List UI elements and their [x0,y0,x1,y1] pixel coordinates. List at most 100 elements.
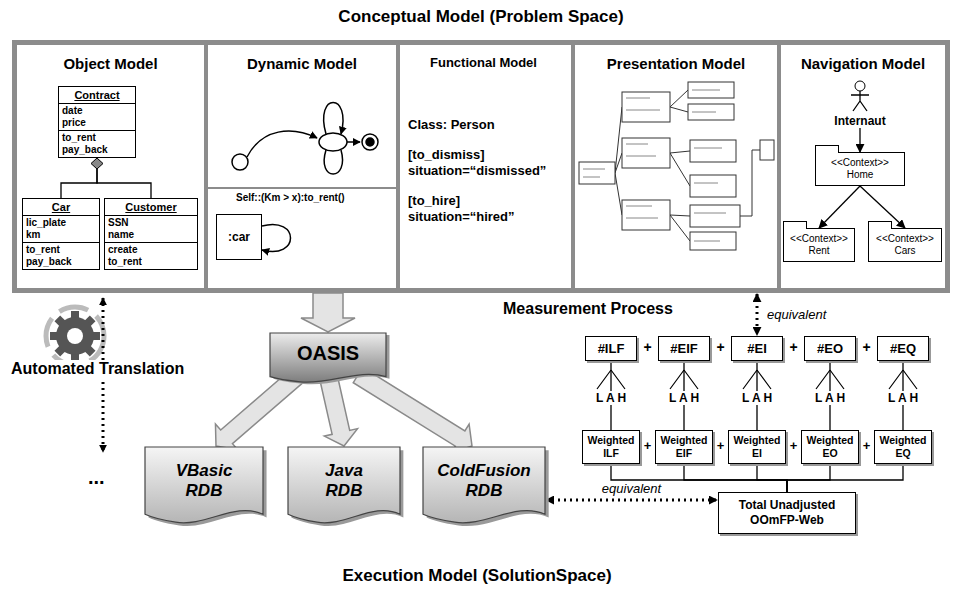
model-panel: :car Dynamic Model [206,43,398,290]
block-arrow [319,373,357,446]
uml-class: Carlic_plate kmto_rent pay_back [22,198,100,270]
node-heading: #ILF [587,341,635,356]
node-heading: ColdFusion RDB [423,461,545,501]
node-heading: Object Model [17,55,204,72]
spec-document: OASIS [270,333,386,385]
connector [787,464,830,492]
node-text: lic_plate km [23,215,99,242]
connector [757,464,787,492]
measure-box: #EI [731,336,783,361]
node-heading: <<Context>> [818,157,902,169]
node-heading: #EO [806,341,854,356]
context-folder: <<Context>>Home [815,152,905,186]
block-arrow [353,367,472,453]
plus-sign: + [640,438,655,453]
node-heading: Weighted EI [730,434,784,460]
weighted-box: Weighted EO [801,430,859,464]
weight-levels: L A H [879,391,927,405]
node-heading: #EQ [879,341,927,356]
weighted-box: Weighted EIF [655,430,713,464]
actor-figure: Internaut [822,80,898,128]
node-text: Home [818,169,902,181]
connector [97,169,151,198]
node-heading: Conceptual Model (Problem Space) [15,7,947,27]
plus-sign: + [786,438,801,453]
presentation-sketch [579,82,774,250]
plus-sign: + [783,339,804,355]
weighted-box: Weighted EQ [874,430,932,464]
caption: Execution Model (SolutionSpace) [0,566,954,586]
folder-tab [783,221,807,229]
weight-levels: L A H [733,391,781,405]
node-heading: Contract [59,87,135,103]
node-heading: Dynamic Model [208,55,396,72]
measure-box: #EO [804,336,856,361]
edge-label: equivalent [600,481,663,496]
folder-tab [868,221,892,229]
node-text: [to_hire] situation=“hired” [400,193,571,225]
model-panel: Presentation Model [573,43,779,290]
node-text: Rent [786,245,852,257]
measure-box: #EIF [658,336,710,361]
equivalence-arrow [546,499,717,502]
connector [819,186,860,228]
connector [684,464,787,492]
state-diagram [232,103,378,175]
code-document: Java RDB [288,447,400,527]
node-heading: Weighted EIF [657,434,711,460]
uml-class: CustomerSSN namecreate to_rent [104,198,198,270]
aggregation-diamond [91,158,103,169]
note-label: Automated Translation [8,360,187,378]
node-heading: <<Context>> [786,233,852,245]
model-panel: Internaut<<Context>>Home<<Context>>Rent<… [779,43,947,290]
node-text: create to_rent [105,242,197,269]
node-heading: Functional Model [400,55,571,71]
node-heading: Weighted ILF [584,434,638,460]
node-text: to_rent pay_back [23,242,99,269]
total-box: Total Unadjusted OOmFP-Web [718,492,856,534]
node-heading: #EI [733,341,781,356]
plus-sign: + [859,438,874,453]
note-label: Self::(Km > x):to_rent() [236,192,345,203]
node-text: [to_dismiss] situation=“dismissed” [400,147,571,179]
uml-class: Contractdate priceto_rent pay_back [58,86,136,158]
note-label: Measurement Process [503,300,673,318]
panel-divider [206,187,398,189]
weighted-box: Weighted ILF [582,430,640,464]
node-heading: Internaut [822,114,898,128]
folder-tab [815,145,839,153]
node-heading: Customer [105,199,197,215]
code-document: ColdFusion RDB [423,447,545,527]
node-heading: Weighted EO [803,434,857,460]
node-heading: Weighted EQ [876,434,930,460]
node-text: Class: Person [400,117,571,133]
node-heading: #EIF [660,341,708,356]
node-heading: Navigation Model [781,55,945,72]
weight-levels: L A H [587,391,635,405]
code-document: VBasic RDB [145,447,263,527]
object-box: :car [216,214,262,260]
node-heading: Total Unadjusted OOmFP-Web [725,498,849,528]
model-panel: Functional ModelClass: Person [to_dismiss… [398,43,573,290]
context-folder: <<Context>>Rent [783,228,855,262]
plus-sign: + [637,339,658,355]
weighted-box: Weighted EI [728,430,786,464]
stick-figure [848,80,872,112]
measure-box: #EQ [877,336,929,361]
node-heading: VBasic RDB [145,461,263,501]
node-text: Cars [871,245,939,257]
node-heading: Presentation Model [575,55,777,72]
model-panel: Contractdate priceto_rent pay_backCarlic… [15,43,206,290]
connector [61,169,97,198]
note-label: ... [88,466,105,489]
plus-sign: + [710,339,731,355]
node-heading: Car [23,199,99,215]
block-arrow [301,293,355,332]
measure-box: #ILF [585,336,637,361]
equivalence-arrow [756,294,759,335]
node-heading: <<Context>> [871,233,939,245]
context-folder: <<Context>>Cars [868,228,942,262]
connector [859,128,860,152]
model-frame: Contractdate priceto_rent pay_backCarlic… [12,40,950,293]
node-heading: Java RDB [288,461,400,501]
